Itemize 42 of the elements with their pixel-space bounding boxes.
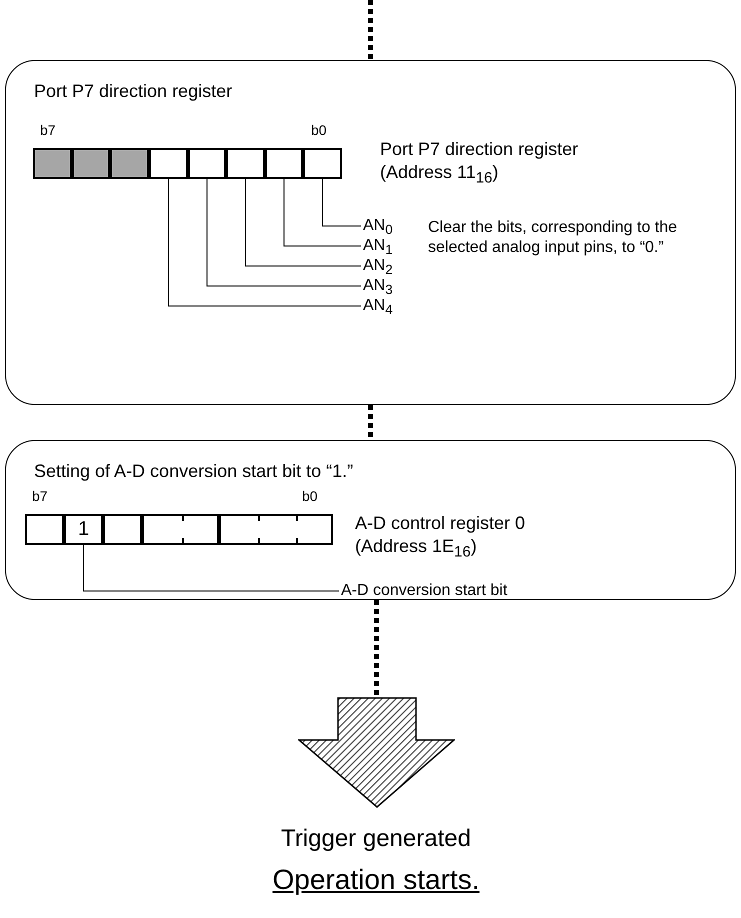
leader-line (206, 178, 362, 286)
bit-cell (265, 148, 303, 179)
leader-line (284, 178, 362, 246)
pin-name: AN$_{2}$ (363, 256, 393, 276)
leader-line (245, 178, 362, 266)
bit-label: b7 (32, 488, 48, 506)
pin-name: AN$_{3}$ (363, 276, 393, 296)
bit-cell (226, 148, 265, 179)
pin-name: AN$_{4}$ (363, 296, 393, 316)
leader-line (83, 544, 340, 592)
step-panel (5, 440, 736, 600)
bit-name: A-D conversion start bit (341, 581, 508, 601)
panel-title: Port P7 direction register (34, 81, 232, 102)
dotted-connector (374, 600, 379, 697)
register-name: A-D control register 0 (Address 1E$_{16}$) (355, 512, 526, 562)
leader-line (322, 178, 362, 226)
bit-cell (149, 148, 188, 179)
bit-cell (142, 514, 219, 545)
bit-label: b0 (302, 488, 318, 506)
result-text: Operation starts. (272, 863, 480, 897)
bit-cell (188, 148, 226, 179)
bit-label: b7 (40, 122, 56, 140)
bit-cell (25, 514, 64, 545)
register-name: Port P7 direction register (Address 11$_{16}$) (380, 138, 580, 188)
block-arrow-shape (298, 697, 455, 808)
bit-cell: 1 (64, 514, 103, 545)
caption-text: Trigger generated (281, 825, 471, 853)
bit-cell (303, 148, 342, 179)
bit-cell (219, 514, 333, 545)
dotted-connector (368, 405, 373, 440)
pin-name: AN$_{1}$ (363, 236, 393, 256)
bit-cell (110, 148, 149, 179)
step-panel (5, 60, 736, 405)
leader-line (168, 178, 362, 306)
panel-title: Setting of A-D conversion start bit to “1.” (34, 461, 354, 482)
pin-name: AN$_{0}$ (363, 216, 393, 236)
bit-cell (103, 514, 142, 545)
bit-cell (33, 148, 72, 179)
bit-cell (72, 148, 110, 179)
dotted-connector (368, 0, 373, 60)
note-text: Clear the bits, corresponding to the selected analog input pins, to “0.” (428, 218, 678, 258)
bit-label: b0 (311, 122, 327, 140)
